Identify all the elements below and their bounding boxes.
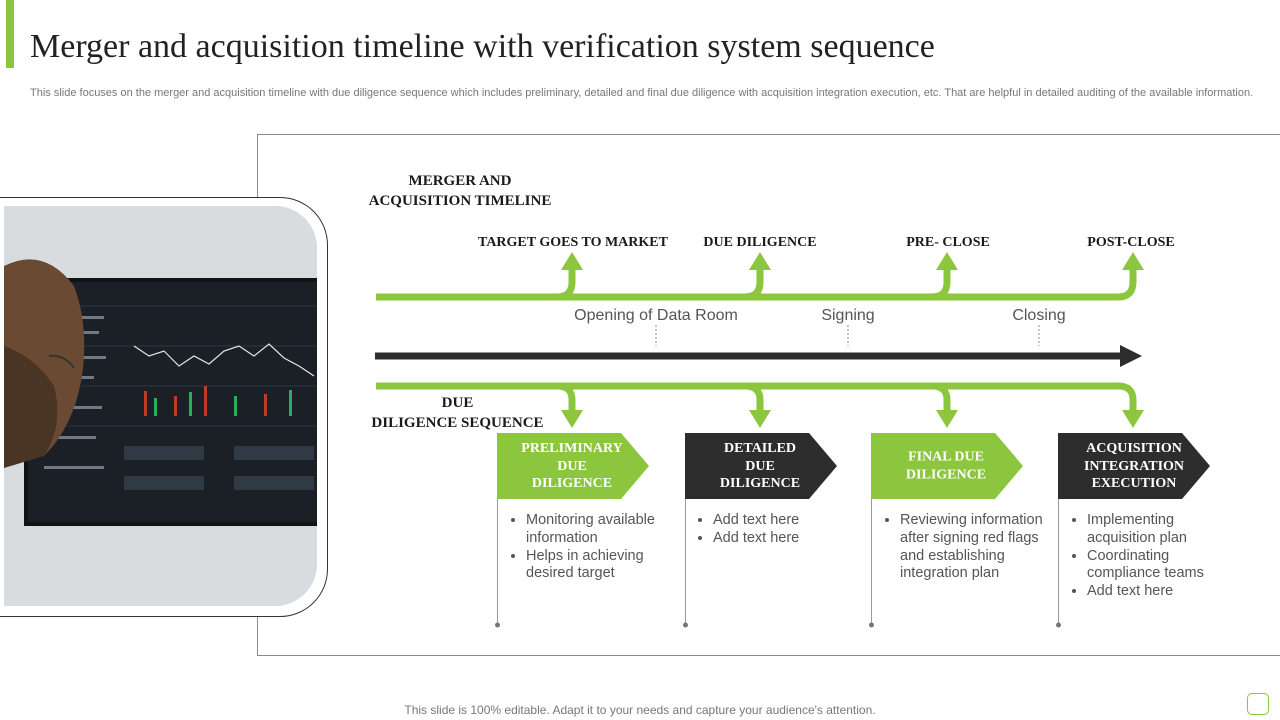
sequence-section-label: DUE DILIGENCE SEQUENCE [371,395,544,431]
milestone-opening-of-data-room: Opening of Data Room [574,307,738,324]
list-item: Helps in achieving desired target [526,548,676,584]
phase-arrow-head-target-goes-to-market [561,252,583,270]
slide-subtitle: This slide focuses on the merger and acq… [30,87,1254,99]
photo-frame [0,197,328,617]
stage-title-detailed: DETAILED DUE DILIGENCE [719,440,801,491]
stage-chevron-1 [685,433,837,499]
sequence-arrow-stem-0 [556,382,576,412]
list-item: Reviewing information after signing red … [900,512,1050,583]
phase-arrow-head-post-close [1122,252,1144,270]
stage-chevron-2 [871,433,1023,499]
corner-badge [1247,693,1269,715]
main-timeline-arrow-head [1120,345,1142,367]
milestone-closing: Closing [1012,307,1066,324]
stage-title-integration: ACQUISITION INTEGRATION EXECUTION [1083,440,1185,491]
phase-arrow-stem-target-goes-to-market [556,268,576,301]
trading-screen-photo [4,206,317,606]
sequence-arrow-head-1 [749,410,771,428]
stage-chevron-3 [1058,433,1210,499]
title-accent-bar [6,0,14,68]
stage-bullets-detailed: Add text here Add text here [693,512,863,548]
stage-bullets-preliminary: Monitoring available information Helps i… [506,512,676,583]
phase-arrow-head-pre-close [936,252,958,270]
phase-arrow-stem-pre-close [931,268,951,301]
milestone-signing: Signing [821,307,875,324]
stage-guide-dot-2 [869,622,874,628]
stage-guide-dot-1 [683,622,688,628]
sequence-arrow-stem-3 [1117,382,1137,412]
stage-title-final: FINAL DUE DILIGENCE [905,449,987,483]
phase-pre-close: PRE- CLOSE [906,235,990,250]
list-item: Implementing acquisition plan [1087,512,1237,548]
sequence-arrow-stem-2 [931,382,951,412]
sequence-arrow-head-3 [1122,410,1144,428]
timeline-section-label: MERGER AND ACQUISITION TIMELINE [368,173,552,209]
list-item: Monitoring available information [526,512,676,548]
footer-note: This slide is 100% editable. Adapt it to… [404,703,876,717]
phase-arrow-stem-due-diligence [744,268,764,301]
sequence-arrow-stem-1 [744,382,764,412]
stage-guide-dot-0 [495,622,500,628]
stage-bullets-integration: Implementing acquisition plan Coordinati… [1067,512,1237,601]
list-item: Add text here [713,512,863,530]
stage-title-preliminary: PRELIMINARY DUE DILIGENCE [521,440,623,491]
list-item: Coordinating compliance teams [1087,548,1237,584]
phase-arrow-head-due-diligence [749,252,771,270]
phase-target-goes-to-market: TARGET GOES TO MARKET [478,235,668,250]
phase-post-close: POST-CLOSE [1087,235,1175,250]
sequence-arrow-head-2 [936,410,958,428]
list-item: Add text here [713,530,863,548]
stage-guide-dot-3 [1056,622,1061,628]
phase-due-diligence: DUE DILIGENCE [703,235,817,250]
stage-chevron-0 [497,433,649,499]
stage-bullets-final: Reviewing information after signing red … [880,512,1050,583]
list-item: Add text here [1087,583,1237,601]
slide-title: Merger and acquisition timeline with ver… [30,28,935,65]
phase-arrow-stem-post-close [1117,268,1137,301]
sequence-arrow-head-0 [561,410,583,428]
